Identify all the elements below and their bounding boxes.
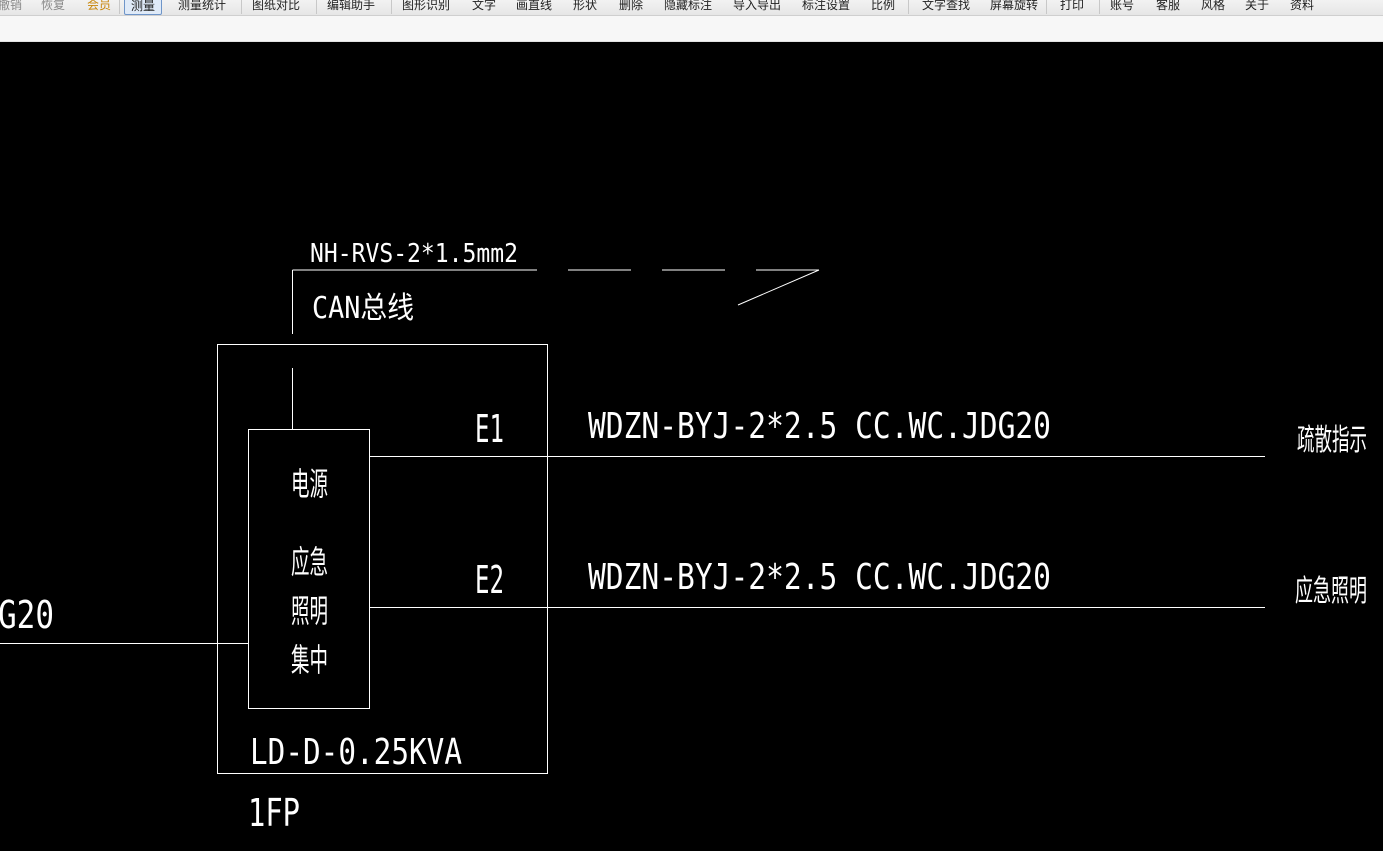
panel-id-label: 1FP bbox=[248, 791, 300, 835]
toolbar-button-1[interactable]: 恢复 bbox=[41, 0, 66, 12]
inner-box-line-4: 集中 bbox=[291, 641, 328, 679]
toolbar-separator bbox=[316, 0, 317, 14]
cad-canvas[interactable]: NH-RVS-2*1.5mm2 CAN总线 E1 WDZN-BYJ-2*2.5 … bbox=[0, 42, 1383, 851]
toolbar-button-14[interactable]: 标注设置 bbox=[802, 0, 851, 12]
bus-name-label: CAN总线 bbox=[312, 291, 414, 326]
toolbar-button-20[interactable]: 客服 bbox=[1156, 0, 1181, 12]
toolbar-separator bbox=[1046, 0, 1047, 14]
toolbar-button-4[interactable]: 测量统计 bbox=[178, 0, 227, 12]
toolbar-button-17[interactable]: 屏幕旋转 bbox=[990, 0, 1039, 12]
toolbar-button-2[interactable]: 会员 bbox=[87, 0, 112, 12]
toolbar-button-5[interactable]: 图纸对比 bbox=[252, 0, 301, 12]
toolbar-button-10[interactable]: 形状 bbox=[573, 0, 598, 12]
toolbar-button-9[interactable]: 画直线 bbox=[516, 0, 553, 12]
toolbar-button-0[interactable]: 撤销 bbox=[0, 0, 23, 12]
circuit-e1-id: E1 bbox=[475, 407, 504, 451]
circuit-e2-destination: 应急照明 bbox=[1295, 574, 1367, 609]
secondary-toolbar bbox=[0, 16, 1383, 42]
toolbar-button-13[interactable]: 导入导出 bbox=[733, 0, 782, 12]
inner-box-line-2: 应急 bbox=[291, 543, 328, 581]
panel-outer-box[interactable] bbox=[217, 344, 548, 774]
toolbar-button-8[interactable]: 文字 bbox=[472, 0, 497, 12]
circuit-e2-cable: WDZN-BYJ-2*2.5 CC.WC.JDG20 bbox=[588, 557, 1051, 598]
circuit-e1-destination: 疏散指示 bbox=[1297, 423, 1367, 458]
toolbar-button-12[interactable]: 隐藏标注 bbox=[664, 0, 713, 12]
toolbar-button-19[interactable]: 账号 bbox=[1110, 0, 1135, 12]
toolbar-button-22[interactable]: 关于 bbox=[1245, 0, 1270, 12]
circuit-e1-cable: WDZN-BYJ-2*2.5 CC.WC.JDG20 bbox=[588, 406, 1051, 447]
toolbar-separator bbox=[241, 0, 242, 14]
toolbar-button-18[interactable]: 打印 bbox=[1060, 0, 1085, 12]
bus-cable-label: NH-RVS-2*1.5mm2 bbox=[310, 239, 518, 269]
toolbar-separator bbox=[908, 0, 909, 14]
toolbar-button-23[interactable]: 资料 bbox=[1290, 0, 1315, 12]
power-unit-box[interactable] bbox=[248, 429, 370, 709]
toolbar-button-16[interactable]: 文字查找 bbox=[922, 0, 971, 12]
bus-end-slash[interactable] bbox=[737, 269, 820, 306]
toolbar-button-15[interactable]: 比例 bbox=[871, 0, 896, 12]
inner-box-line-1: 电源 bbox=[291, 465, 328, 503]
cad-drawing: NH-RVS-2*1.5mm2 CAN总线 E1 WDZN-BYJ-2*2.5 … bbox=[0, 239, 1367, 835]
incoming-cable-fragment: G20 bbox=[0, 593, 54, 637]
toolbar-separator bbox=[391, 0, 392, 14]
toolbar-button-6[interactable]: 编辑助手 bbox=[327, 0, 376, 12]
toolbar: 撤销 恢复 会员测量 测量统计 图纸对比 编辑助手 图形识别 文字 画直线 形状 删除 隐藏标注 导入导… bbox=[0, 0, 1383, 16]
toolbar-button-7[interactable]: 图形识别 bbox=[402, 0, 451, 12]
toolbar-separator bbox=[119, 0, 120, 14]
toolbar-button-21[interactable]: 风格 bbox=[1201, 0, 1226, 12]
toolbar-separator bbox=[1099, 0, 1100, 14]
toolbar-button-11[interactable]: 删除 bbox=[619, 0, 644, 12]
panel-capacity-label: LD-D-0.25KVA bbox=[250, 732, 462, 773]
circuit-e2-id: E2 bbox=[475, 558, 504, 602]
toolbar-button-3[interactable]: 测量 bbox=[124, 0, 163, 15]
inner-box-line-3: 照明 bbox=[291, 592, 328, 630]
